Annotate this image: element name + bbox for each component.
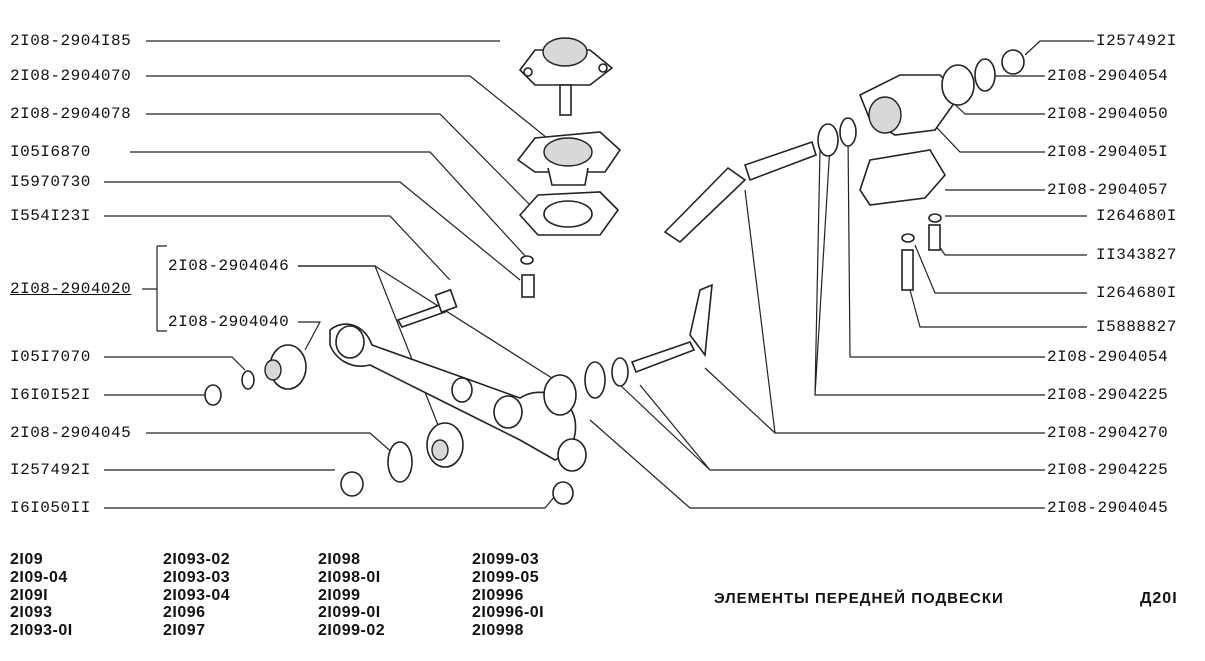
boot-flange-icon [516, 131, 622, 186]
bushing-icon [426, 422, 464, 468]
model-column: 2I099-03 2I099-05 2I0996 2I0996-0I 2I099… [472, 551, 544, 640]
label-part: II343827 [1096, 246, 1177, 264]
model-code: 2I098 [318, 551, 361, 568]
washer-large-icon [387, 441, 413, 483]
label-part: 2I08-2904078 [10, 105, 132, 123]
gasket-icon [518, 191, 620, 236]
label-part: 2I08-2904045 [10, 424, 132, 442]
plate-icon [859, 149, 946, 206]
model-code: 2I098-0I [318, 568, 381, 586]
model-code: 2I0996 [472, 586, 524, 604]
label-part: I5970730 [10, 173, 91, 191]
model-code: 2I09I [10, 586, 49, 604]
silentblock-icon [264, 344, 307, 390]
label-part: I6I0I52I [10, 386, 91, 404]
model-column: 2I093-02 2I093-03 2I093-04 2I096 2I097 [163, 551, 230, 640]
model-code: 2I099 [318, 586, 361, 604]
leader-lines-left [104, 40, 573, 509]
model-code: 2I093-03 [163, 568, 231, 586]
label-part-group: 2I08-2904020 [10, 280, 132, 298]
model-code: 2I09-04 [10, 568, 68, 586]
label-part: 2I08-2904054 [1047, 348, 1169, 366]
label-part: I257492I [1096, 32, 1177, 50]
label-part: I05I6870 [10, 143, 91, 161]
model-column: 2I098 2I098-0I 2I099 2I099-0I 2I099-02 [318, 551, 385, 640]
label-part: 2I08-2904070 [10, 67, 132, 85]
model-code: 2I097 [163, 622, 206, 640]
label-part: I257492I [10, 461, 91, 479]
bolt-small-icon [520, 255, 535, 298]
model-code: 2I093 [10, 604, 53, 622]
nut-lower-icon [340, 471, 574, 505]
model-code: 2I099-05 [472, 568, 540, 586]
label-part: I264680I [1096, 207, 1177, 225]
lower-arm-icon [329, 323, 587, 472]
label-part: 2I08-2904225 [1047, 386, 1169, 404]
model-code: 2I09 [10, 551, 44, 568]
label-part: 2I08-2904270 [1047, 424, 1169, 442]
label-part: 2I08-2904057 [1047, 181, 1169, 199]
label-group-item: 2I08-2904040 [168, 313, 290, 331]
model-code: 2I093-0I [10, 622, 73, 640]
label-part: 2I08-2904225 [1047, 461, 1169, 479]
page-title: ЭЛЕМЕНТЫ ПЕРЕДНЕЙ ПОДВЕСКИ [714, 590, 1004, 607]
model-code: 2I0996-0I [472, 604, 545, 622]
model-code: 2I0998 [472, 622, 524, 640]
model-code: 2I099-02 [318, 622, 386, 640]
label-part: I264680I [1096, 284, 1177, 302]
label-part: 2I08-2904I85 [10, 32, 132, 50]
label-part: 2I08-2904050 [1047, 105, 1169, 123]
label-part: I05I7070 [10, 348, 91, 366]
model-code: 2I099-0I [318, 604, 381, 622]
model-code: 2I093-02 [163, 551, 231, 568]
nut-icon [204, 384, 222, 406]
label-part: I5888827 [1096, 318, 1177, 336]
label-part: 2I08-290405I [1047, 143, 1169, 161]
label-part: I6I050II [10, 499, 91, 517]
bracket-icon [858, 49, 1025, 136]
long-bolt-icon [396, 288, 458, 328]
model-code: 2I096 [163, 604, 206, 622]
label-part: 2I08-2904045 [1047, 499, 1169, 517]
leader-lines-right [589, 40, 1094, 509]
label-group-item: 2I08-2904046 [168, 257, 290, 275]
ball-joint-icon [518, 37, 614, 116]
page-code: Д20I [1140, 590, 1178, 607]
model-column: 2I09 2I09-04 2I09I 2I093 2I093-0I [10, 551, 73, 640]
washer-small-icon [241, 370, 255, 390]
brace-rod-upper-icon [663, 117, 857, 244]
model-code: 2I099-03 [472, 551, 540, 568]
brace-rod-lower-icon [543, 283, 713, 416]
bolts-right-icon [901, 213, 942, 291]
label-part: I554I23I [10, 207, 91, 225]
model-code: 2I093-04 [163, 586, 231, 604]
label-part: 2I08-2904054 [1047, 67, 1169, 85]
